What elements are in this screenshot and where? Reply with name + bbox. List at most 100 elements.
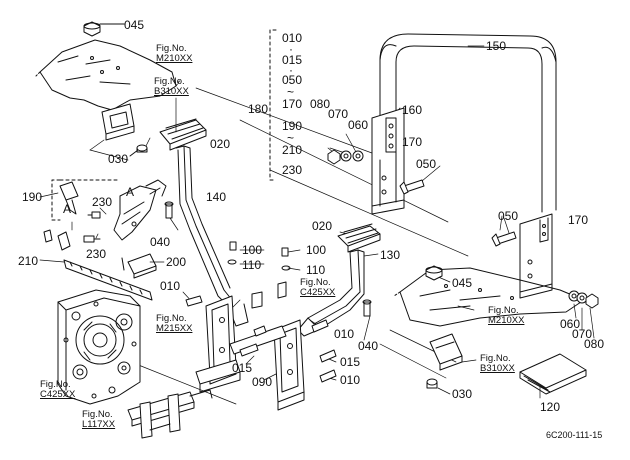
part-label-200: 200	[166, 255, 187, 269]
bolt-050-lower	[491, 231, 517, 247]
fig-ref-m215[interactable]: Fig.No. M215XX	[156, 314, 192, 334]
rops-frame-150	[371, 33, 557, 299]
callout-A: A	[126, 185, 135, 199]
part-label-210: 210	[18, 254, 39, 268]
fig-ref-b310-right[interactable]: Fig.No. B310XX	[480, 354, 515, 374]
booklet-120	[519, 353, 587, 395]
group-180-item: 170	[282, 97, 303, 111]
fig-ref-prefix: Fig.No.	[40, 379, 71, 390]
guide-lines	[89, 87, 469, 405]
chassis-top-left	[35, 39, 181, 111]
group-180-dot: ·	[289, 42, 293, 56]
fig-ref-m210-right[interactable]: Fig.No. M210XX	[488, 306, 524, 326]
group-180-range: ~	[287, 131, 295, 145]
fig-ref-b310-top[interactable]: Fig.No. B310XX	[154, 77, 189, 97]
part-label-010: 010	[334, 327, 355, 341]
fig-ref-code: C425XX	[300, 287, 336, 298]
part-label-045: 045	[124, 18, 145, 32]
group-180-item: 230	[282, 163, 303, 177]
part-label-050: 050	[416, 157, 437, 171]
fig-ref-prefix: Fig.No.	[82, 409, 113, 420]
fig-ref-code: M210XX	[488, 315, 525, 326]
part-label-030: 030	[108, 152, 129, 166]
group-180-item: 190	[282, 119, 303, 133]
fig-ref-code: B310XX	[154, 86, 189, 97]
plate-200	[121, 253, 157, 279]
fig-ref-prefix: Fig.No.	[156, 313, 187, 324]
fig-ref-code: L117XX	[82, 419, 116, 430]
fig-ref-c425-mid[interactable]: Fig.No. C425XX	[300, 278, 335, 298]
part-label-120: 120	[540, 400, 561, 414]
fig-ref-prefix: Fig.No.	[154, 76, 185, 87]
nut-030-lower	[426, 378, 438, 389]
bolt-040-right	[362, 299, 372, 317]
part-label-140: 140	[206, 190, 227, 204]
group-bracket-190	[51, 179, 121, 221]
part-label-090: 090	[252, 375, 273, 389]
fig-ref-prefix: Fig.No.	[488, 305, 519, 316]
part-label-080: 080	[310, 97, 331, 111]
diagram-code: 6C200-111-15	[546, 430, 603, 440]
bolt-230-a	[87, 211, 101, 219]
fig-ref-prefix: Fig.No.	[156, 43, 187, 54]
part-label-015: 015	[340, 355, 361, 369]
part-label-050: 050	[498, 209, 519, 223]
part-label-020: 020	[210, 137, 231, 151]
part-label-110: 110	[242, 258, 262, 272]
fig-ref-code: C425XX	[40, 389, 76, 400]
fig-ref-c425-left[interactable]: Fig.No. C425XX	[40, 380, 75, 400]
part-label-190: 190	[22, 190, 43, 204]
part-label-015: 015	[232, 361, 253, 375]
part-label-150: 150	[486, 39, 507, 53]
part-label-110: 110	[306, 263, 326, 277]
fig-ref-m210-top[interactable]: Fig.No. M210XX	[156, 44, 192, 64]
part-label-170: 170	[568, 213, 589, 227]
part-label-060: 060	[348, 118, 369, 132]
part-label-070: 070	[328, 107, 349, 121]
fig-ref-prefix: Fig.No.	[480, 353, 511, 364]
callout-A: A	[63, 202, 72, 216]
fig-ref-code: M215XX	[156, 323, 193, 334]
bolt-045-top	[83, 21, 125, 37]
fig-ref-prefix: Fig.No.	[300, 277, 331, 288]
group-180-range: ~	[287, 85, 295, 99]
part-label-130: 130	[380, 248, 401, 262]
group-180-item: 050	[282, 73, 303, 87]
group-180-item: 210	[282, 143, 303, 157]
bracket-top-left	[101, 103, 135, 141]
bolt-050-upper	[399, 179, 425, 195]
part-label-060: 060	[560, 317, 581, 331]
bolt-230-b	[83, 235, 101, 243]
group-180-item: 010	[282, 31, 303, 45]
group-bracket-180	[269, 29, 277, 181]
clip-210	[43, 229, 71, 251]
part-label-100: 100	[242, 243, 263, 257]
lower-bracket-l117	[127, 389, 213, 439]
part-label-040: 040	[358, 339, 379, 353]
fig-ref-code: B310XX	[480, 363, 515, 374]
part-label-020: 020	[312, 219, 333, 233]
central-brackets	[185, 241, 337, 411]
bolt-040-left	[164, 201, 174, 219]
part-label-080: 080	[584, 337, 605, 351]
group-180-item: 015	[282, 53, 303, 67]
bolt-045-right	[425, 265, 443, 281]
lever-assembly-190	[59, 179, 167, 241]
part-label-040: 040	[150, 235, 171, 249]
part-label-230: 230	[92, 195, 113, 209]
part-label-180: 180	[248, 102, 269, 116]
washers-left	[327, 149, 364, 165]
washers-right	[568, 290, 599, 309]
rod-210	[63, 259, 153, 301]
part-label-010: 010	[160, 279, 181, 293]
part-label-030: 030	[452, 387, 473, 401]
part-label-100: 100	[306, 243, 327, 257]
part-label-230: 230	[86, 247, 107, 261]
gear-housing-c425	[57, 289, 141, 405]
part-label-045: 045	[452, 276, 473, 290]
fig-ref-l117[interactable]: Fig.No. L117XX	[82, 410, 115, 430]
nut-030-upper	[129, 144, 148, 157]
group-180-dot: ·	[289, 63, 293, 77]
